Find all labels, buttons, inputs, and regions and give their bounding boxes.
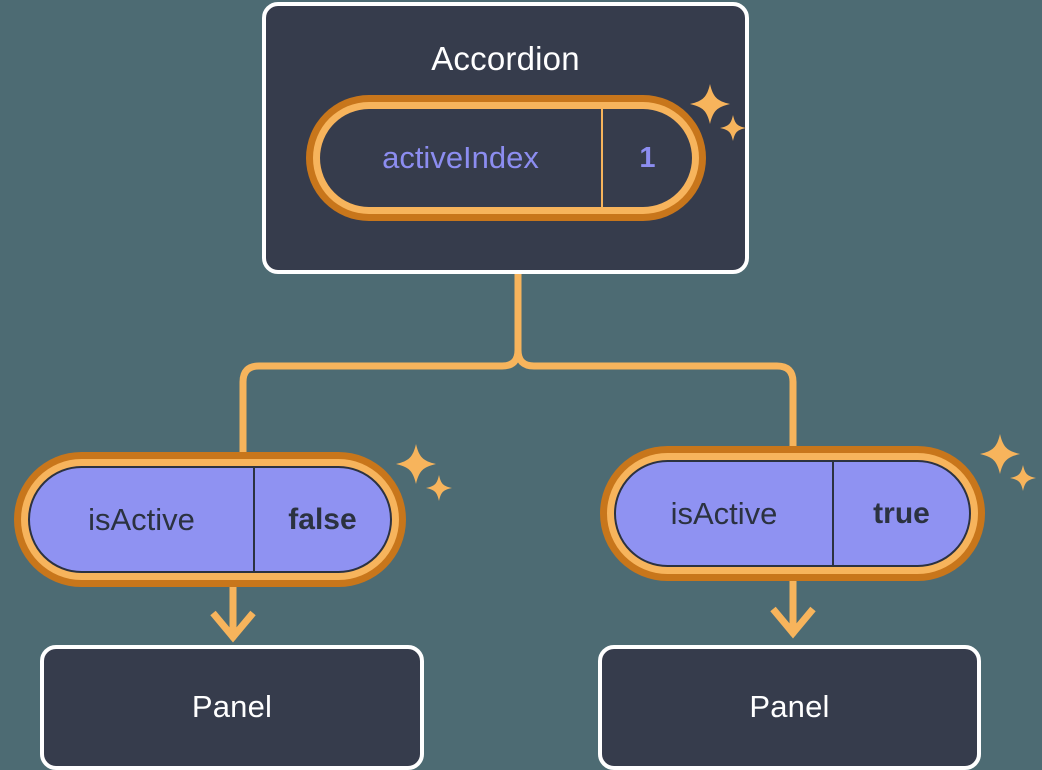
sparkle-four-point-large-icon: [980, 434, 1020, 474]
connector-fork-left: [239, 346, 522, 462]
state-pill-active-index[interactable]: activeIndex 1: [306, 95, 706, 221]
component-title-panel-right: Panel: [749, 689, 830, 724]
state-pill-is-active-false[interactable]: isActive false: [14, 452, 406, 587]
sparkle-four-point-large-icon: [396, 444, 436, 484]
component-box-panel-left[interactable]: Panel: [40, 645, 424, 770]
component-box-panel-right[interactable]: Panel: [598, 645, 981, 770]
sparkle-cluster-right: [976, 432, 1042, 502]
state-pill-inner-ring: isActive true: [607, 453, 978, 574]
component-title-panel-left: Panel: [191, 689, 273, 724]
state-pill-value-is-active-right: true: [873, 496, 930, 530]
state-pill-inner-ring: activeIndex 1: [313, 102, 699, 214]
state-pill-key-active-index: activeIndex: [320, 109, 603, 207]
state-pill-value-is-active-left: false: [288, 502, 357, 536]
connector-trunk-fork: [514, 270, 797, 456]
component-title-accordion: Accordion: [431, 40, 580, 77]
state-pill-is-active-true[interactable]: isActive true: [600, 446, 985, 581]
sparkle-four-point-small-icon: [426, 475, 452, 501]
state-pill-inner-ring: isActive false: [21, 459, 399, 580]
arrowhead-right: [770, 606, 816, 639]
state-pill-body: activeIndex 1: [320, 109, 692, 207]
state-pill-value-active-index: 1: [639, 141, 656, 174]
arrowhead-left: [210, 610, 256, 643]
state-pill-body: isActive false: [28, 466, 392, 573]
state-pill-key-is-active-left: isActive: [30, 468, 255, 571]
sparkle-four-point-small-icon: [1010, 465, 1036, 491]
state-pill-key-is-active-right: isActive: [616, 462, 834, 565]
state-pill-body: isActive true: [614, 460, 971, 567]
